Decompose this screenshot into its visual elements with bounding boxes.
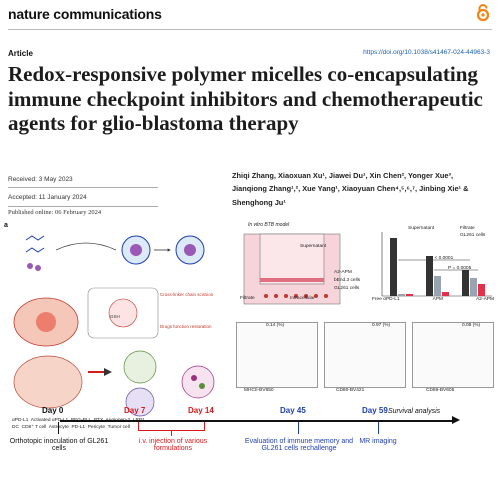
- mechanism-schematic: Cross-linker chain scission Drugs functi…: [13, 235, 215, 417]
- timeline-day: Day 7: [124, 406, 146, 415]
- timeline-arrow-icon: [452, 416, 460, 424]
- model-label: GL261 cells: [334, 286, 360, 291]
- flow-histogram-panel: [412, 322, 494, 388]
- flow-axis-label: CD86-BV605: [426, 388, 455, 393]
- author-line[interactable]: Zhiqi Zhang, Xiaoxuan Xu¹, Jiawei Du¹, X…: [232, 171, 454, 180]
- bar-chart: [381, 232, 492, 297]
- panel-label: a: [4, 222, 8, 229]
- timeline-day: Day 14: [188, 406, 214, 415]
- article-type: Article: [8, 49, 33, 58]
- timeline-tick: [204, 422, 205, 430]
- chart-category: Free αPD-L1: [372, 297, 400, 302]
- timeline-tick: [298, 422, 299, 434]
- annotation: Cross-linker chain scission: [160, 292, 214, 297]
- btb-model-diagram: [243, 233, 341, 305]
- legend-item: Pericyte: [87, 424, 106, 430]
- legend-item: PD-L1: [71, 424, 86, 430]
- author-line[interactable]: Jianqiong Zhang¹,², Xue Yang¹, Xiaoyuan …: [232, 184, 469, 194]
- flow-value: 0.97 (%): [372, 323, 391, 328]
- model-label: bEnd.3 cells: [334, 278, 361, 283]
- header-divider: [8, 29, 492, 30]
- annotation: GSH: [110, 314, 120, 319]
- date-divider: [8, 187, 158, 188]
- chart-categories: Free αPD-L1 APM A2-APM: [372, 297, 494, 302]
- timeline-desc: MR imaging: [359, 438, 397, 445]
- bar-group-apm: [426, 256, 449, 296]
- chart-legend-item: Filtrate: [460, 226, 475, 231]
- model-label: Intracellular: [290, 296, 315, 301]
- legend-item: Activated αPD-L1: [30, 418, 69, 423]
- timeline-tick: [171, 430, 172, 436]
- chart-legend-item: Supernatant: [408, 226, 435, 231]
- bar-group-free: [390, 238, 413, 296]
- analysis-label: Survival analysis: [388, 408, 441, 415]
- model-label: A2-APM: [334, 270, 352, 275]
- chart-pvalue: P < 0.0001: [430, 256, 454, 261]
- article-title: Redox-responsive polymer micelles co-enc…: [8, 62, 483, 135]
- legend-item: αPD-L1: [12, 418, 29, 423]
- annotation: Drugs function restoration: [160, 324, 212, 329]
- timeline-desc: Orthotopic inoculation of GL261 cells: [9, 438, 109, 452]
- journal-name[interactable]: nature communications: [8, 6, 162, 22]
- author-line[interactable]: Shenghong Ju¹: [232, 197, 286, 207]
- model-label: Supernatant: [300, 244, 327, 249]
- model-title: In vitro BTB model: [248, 222, 290, 228]
- published-date: Published online: 06 February 2024: [8, 209, 102, 216]
- timeline-tick: [58, 422, 59, 434]
- micelle-icon: [175, 235, 205, 265]
- flow-histogram-panel: [236, 322, 318, 388]
- flow-axis-label: MHCII-BV650: [244, 388, 274, 393]
- timeline-tick: [378, 422, 379, 434]
- timeline-day: Day 45: [280, 406, 306, 415]
- timeline-axis: [60, 420, 452, 422]
- polymer-chains: [25, 235, 117, 271]
- author-list: Zhiqi Zhang, Xiaoxuan Xu¹, Jiawei Du¹, X…: [232, 169, 494, 209]
- accepted-date: Accepted: 11 January 2024: [8, 194, 87, 201]
- received-date: Received: 3 May 2023: [8, 176, 73, 183]
- timeline-day: Day 59: [362, 406, 388, 415]
- legend-item: DC: [12, 424, 19, 430]
- flow-value: 0.14 (%): [266, 323, 285, 328]
- micelle-icon: [121, 235, 151, 265]
- timeline-desc: Evaluation of immune memory and GL261 ce…: [244, 438, 354, 452]
- timeline-tick: [138, 422, 139, 430]
- legend-item: Tumor cell: [107, 424, 130, 430]
- chart-category: A2-APM: [476, 297, 494, 302]
- timeline-day: Day 0: [42, 406, 64, 415]
- flow-axis-label: CD80-BV421: [336, 388, 365, 393]
- flow-value: 0.08 (%): [462, 323, 481, 328]
- chart-category: APM: [432, 297, 444, 302]
- flow-histogram-panel: [324, 322, 406, 388]
- timeline-desc: i.v. injection of various formulations: [138, 438, 208, 452]
- open-access-icon: [476, 4, 490, 22]
- legend-item: CD8⁺ T cell: [21, 424, 47, 430]
- chart-legend-item: GL261 cells: [460, 233, 486, 238]
- date-divider: [8, 206, 158, 207]
- model-label: Filtrate: [240, 296, 255, 301]
- chart-pvalue: P = 0.0005: [448, 266, 472, 271]
- bar-group-a2apm: [462, 270, 485, 296]
- doi-link[interactable]: https://doi.org/10.1038/s41467-024-44963…: [363, 49, 490, 56]
